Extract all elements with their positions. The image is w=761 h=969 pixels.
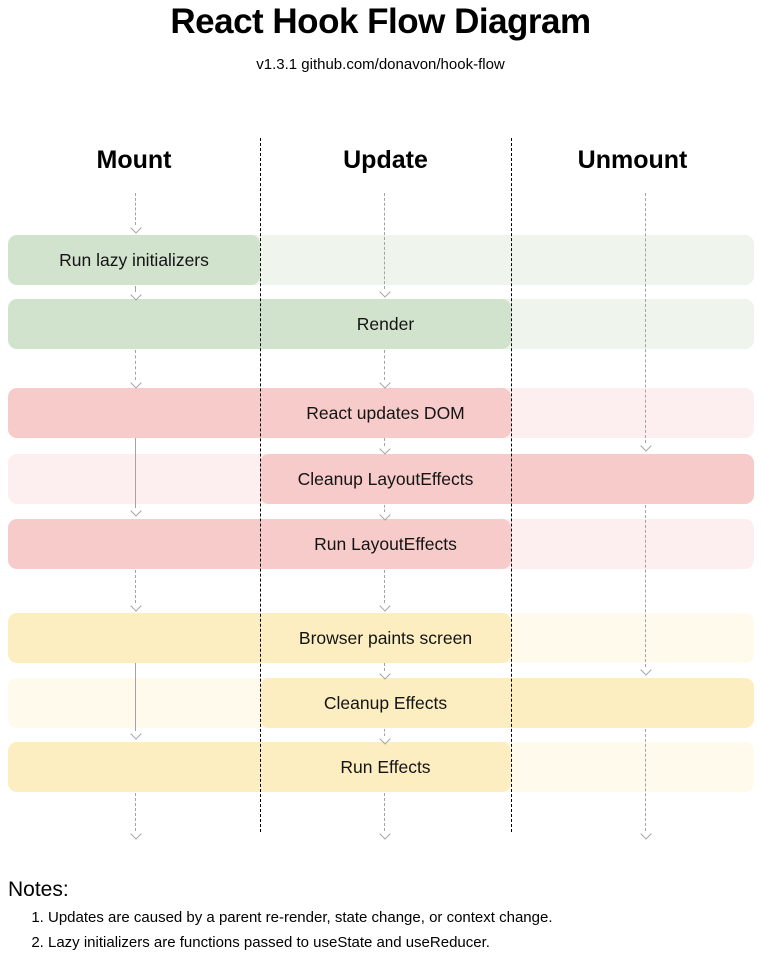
step-label: Run LayoutEffects	[314, 534, 457, 554]
active-segment	[8, 299, 511, 349]
column-header-mount: Mount	[96, 146, 172, 174]
column-header-update: Update	[343, 146, 428, 174]
column-header-unmount: Unmount	[577, 146, 688, 174]
step-label: Run Effects	[340, 757, 431, 777]
step-label: React updates DOM	[306, 403, 465, 423]
active-segment	[8, 613, 511, 663]
active-segment	[260, 454, 754, 504]
notes-heading: Notes:	[8, 878, 69, 901]
flow-arrow-down	[135, 570, 136, 603]
active-segment	[260, 678, 754, 728]
step-label: Render	[356, 314, 415, 334]
flow-arrow-down	[384, 193, 385, 289]
flow-arrow-down	[645, 193, 646, 443]
version-and-repo-subtitle: v1.3.1 github.com/donavon/hook-flow	[256, 56, 505, 73]
flow-arrow-down	[135, 793, 136, 831]
flow-arrow-down	[384, 729, 385, 736]
step-label: Browser paints screen	[298, 628, 473, 648]
step-run-lazy-initializers: Run lazy initializers	[8, 235, 754, 285]
note-item-1: Updates are caused by a parent re-render…	[48, 910, 553, 925]
active-segment	[8, 388, 511, 438]
step-run-effects: Run Effects	[8, 742, 754, 792]
page-title: React Hook Flow Diagram	[170, 2, 591, 41]
step-label: Cleanup Effects	[323, 693, 448, 713]
note-item-2: Lazy initializers are functions passed t…	[48, 935, 553, 950]
flow-arrow-down	[384, 793, 385, 831]
step-browser-paints-screen: Browser paints screen	[8, 613, 754, 663]
step-label: Run lazy initializers	[59, 250, 209, 270]
flow-arrow-down	[384, 505, 385, 512]
flow-arrow-down-skip	[135, 663, 136, 731]
step-react-updates-dom: React updates DOM	[8, 388, 754, 438]
flow-arrow-down	[135, 350, 136, 380]
flow-arrow-down	[645, 505, 646, 667]
active-segment	[8, 742, 511, 792]
step-render: Render	[8, 299, 754, 349]
step-run-layouteffects: Run LayoutEffects	[8, 519, 754, 569]
flow-arrow-down	[135, 286, 136, 292]
step-cleanup-effects: Cleanup Effects	[8, 678, 754, 728]
flow-arrow-down	[135, 193, 136, 225]
flow-arrow-down	[645, 729, 646, 831]
flow-arrow-down	[384, 663, 385, 671]
flow-arrow-down	[384, 570, 385, 603]
flow-arrow-down	[384, 350, 385, 380]
column-separator-line	[260, 138, 261, 832]
flow-arrow-down	[384, 438, 385, 446]
active-segment	[8, 235, 260, 285]
active-segment	[8, 519, 511, 569]
step-label: Cleanup LayoutEffects	[297, 469, 474, 489]
step-cleanup-layouteffects: Cleanup LayoutEffects	[8, 454, 754, 504]
column-separator-line	[511, 138, 512, 832]
flow-arrow-down-skip	[135, 438, 136, 508]
notes-list: Updates are caused by a parent re-render…	[8, 910, 553, 960]
